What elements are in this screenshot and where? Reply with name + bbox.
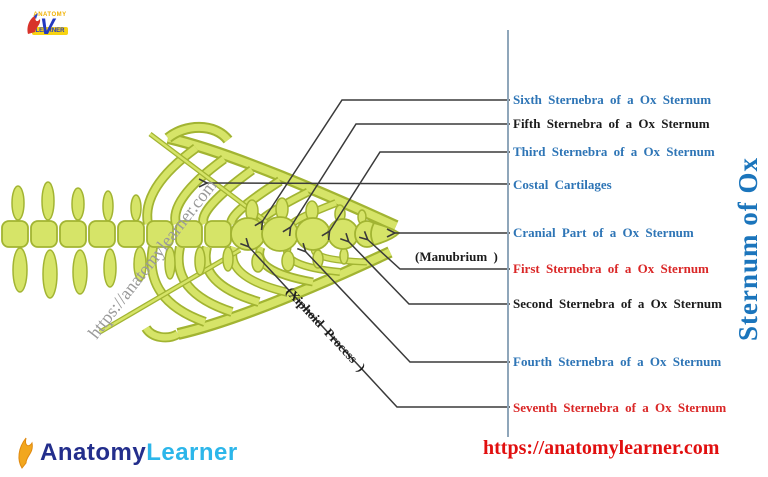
- logo-learner-text: LEARNER: [32, 27, 68, 35]
- label-second-sternebra: Second Sternebra of a Ox Sternum: [513, 296, 722, 311]
- footer-logo-learner: Learner: [146, 439, 238, 466]
- leader-lines: [206, 99, 511, 408]
- page-title-vertical: Sternum of Ox: [733, 157, 763, 341]
- label-manubrium: (Manubrium ): [415, 249, 498, 264]
- label-costal-cartilages: Costal Cartilages: [513, 177, 612, 192]
- footer-url-link[interactable]: https://anatomylearner.com: [483, 437, 720, 459]
- ox-ribcage-art: [1, 121, 401, 343]
- svg-text:V: V: [40, 14, 57, 38]
- label-first-sternebra: First Sternebra of a Ox Sternum: [513, 261, 709, 276]
- label-fourth-sternebra: Fourth Sternebra of a Ox Sternum: [513, 354, 722, 369]
- top-left-logo: V ANATOMY LEARNER: [24, 12, 76, 38]
- logo-anatomy-text: ANATOMY: [33, 12, 67, 18]
- footer-logo-anatomy: Anatomy: [40, 439, 147, 466]
- logo-figure-icon: V: [27, 13, 57, 38]
- label-fifth-sternebra: Fifth Sternebra of a Ox Sternum: [513, 116, 710, 131]
- label-third-sternebra: Third Sternebra of a Ox Sternum: [513, 144, 715, 159]
- footer-logo-flame-icon: [18, 437, 33, 469]
- label-seventh-sternebra: Seventh Sternebra of a Ox Sternum: [513, 400, 727, 415]
- label-cranial-part: Cranial Part of a Ox Sternum: [513, 225, 694, 240]
- label-sixth-sternebra: Sixth Sternebra of a Ox Sternum: [513, 92, 712, 107]
